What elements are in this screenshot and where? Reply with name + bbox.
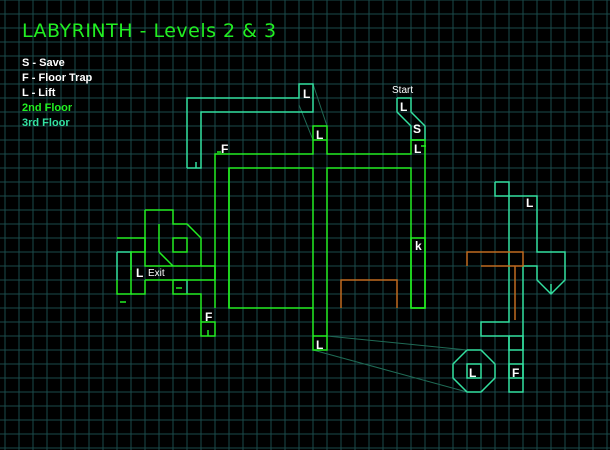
lift-connectors bbox=[298, 83, 468, 393]
legend-save: S - Save bbox=[22, 57, 65, 69]
other-paths bbox=[340, 251, 524, 320]
lift-marker: L bbox=[414, 142, 422, 156]
legend-3rd-floor: 3rd Floor bbox=[22, 117, 70, 129]
lift-marker: L bbox=[526, 196, 534, 210]
map-title: LABYRINTH - Levels 2 & 3 bbox=[22, 20, 277, 42]
floor-trap-marker: F bbox=[221, 142, 229, 156]
legend-floor-trap: F - Floor Trap bbox=[22, 72, 93, 84]
lift-marker: L bbox=[136, 266, 144, 280]
lift-marker: L bbox=[316, 338, 324, 352]
start-label: Start bbox=[392, 85, 414, 96]
floor-trap-marker: F bbox=[205, 310, 213, 324]
lift-marker: L bbox=[469, 366, 477, 380]
save-marker: S bbox=[413, 122, 422, 136]
k-label: k bbox=[415, 239, 422, 253]
legend-2nd-floor: 2nd Floor bbox=[22, 102, 73, 114]
legend: S - Save F - Floor Trap L - Lift 2nd Flo… bbox=[22, 56, 92, 131]
lift-marker: L bbox=[303, 87, 311, 101]
lift-marker: L bbox=[400, 100, 408, 114]
lift-marker: L bbox=[316, 128, 324, 142]
legend-lift: L - Lift bbox=[22, 87, 56, 99]
floor-trap-marker: F bbox=[512, 366, 520, 380]
exit-label: Exit bbox=[148, 268, 165, 279]
floor-2-paths bbox=[116, 125, 426, 351]
